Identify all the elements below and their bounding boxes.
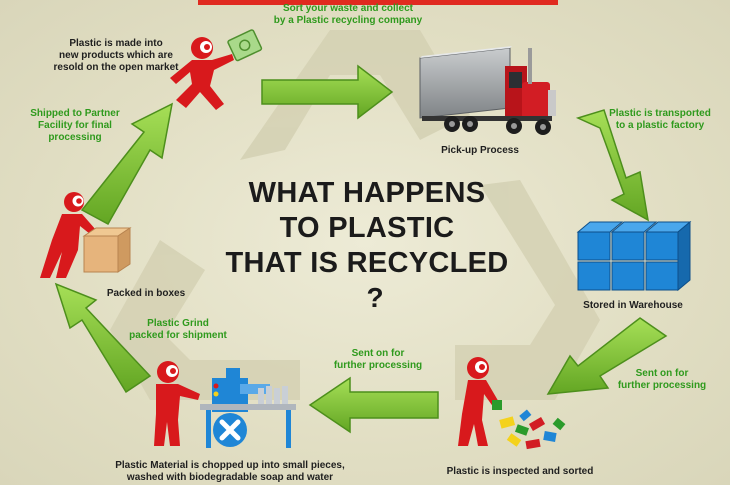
infographic-title: WHAT HAPPENS TO PLASTIC THAT IS RECYCLED [212, 176, 522, 281]
label-sort-collect: Sort your waste and collect by a Plastic… [273, 3, 423, 26]
arrow-warehouse-to-sorting [546, 317, 668, 395]
arrow-boxes-to-runner [80, 102, 174, 226]
title-question-mark: ? [366, 282, 384, 313]
arrow-sorting-to-shredder [308, 376, 439, 434]
cash-icon [227, 29, 263, 62]
label-pickup: Pick-up Process [441, 145, 519, 156]
title-line: TO PLASTIC [279, 212, 455, 244]
warehouse-cubes-icon [576, 220, 692, 292]
label-new-products: Plastic is made into new products which … [53, 38, 179, 73]
label-inspected-sorted: Plastic is inspected and sorted [446, 466, 594, 477]
person-with-box-icon [40, 192, 132, 278]
arrow-truck-to-warehouse [575, 109, 649, 222]
plastic-pieces-icon [492, 400, 566, 450]
recycle-watermark-icon [110, 30, 600, 400]
arrow-to-truck [261, 64, 394, 120]
label-chopped-washed: Plastic Material is chopped up into smal… [115, 460, 345, 483]
person-sorting-icon [458, 357, 566, 450]
label-plastic-grind: Plastic Grind packed for shipment [129, 318, 227, 341]
label-stored-warehouse: Stored in Warehouse [583, 300, 683, 311]
shredder-machine-icon [200, 368, 296, 448]
person-running-icon [170, 29, 263, 110]
title-line: THAT IS RECYCLED [225, 247, 509, 279]
title-line: WHAT HAPPENS [248, 177, 486, 209]
label-packed-boxes: Packed in boxes [106, 288, 186, 299]
label-shipped-partner: Shipped to Partner Facility for final pr… [30, 108, 120, 143]
truck-icon [419, 46, 556, 135]
arrow-shredder-to-boxes [54, 282, 152, 394]
person-operator-icon [154, 361, 200, 446]
label-transported: Plastic is transported to a plastic fact… [609, 108, 711, 131]
label-sent-middle: Sent on for further processing [333, 348, 423, 371]
top-banner [198, 0, 558, 5]
label-sent-right: Sent on for further processing [617, 368, 707, 391]
